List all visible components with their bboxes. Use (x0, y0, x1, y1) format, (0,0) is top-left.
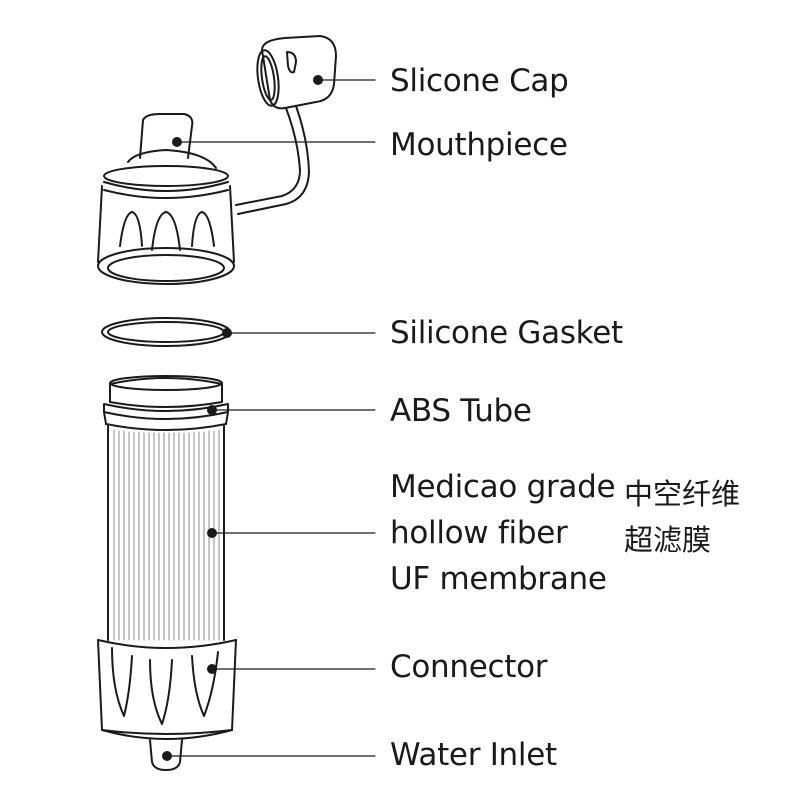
label-cap: Slicone Cap (390, 63, 569, 99)
label-chinese-line1: 中空纤维 (624, 477, 741, 511)
label-membrane-line2: hollow fiber (390, 515, 568, 551)
label-gasket: Silicone Gasket (390, 315, 623, 351)
connector (97, 639, 237, 740)
water-inlet (149, 739, 183, 771)
hollow-fiber-membrane (107, 425, 225, 641)
label-tube: ABS Tube (390, 393, 532, 429)
mouthpiece (97, 113, 235, 285)
label-membrane-line1: Medicao grade (390, 469, 616, 505)
leader-lines (166, 79, 376, 757)
label-mouthpiece: Mouthpiece (390, 127, 568, 163)
label-membrane-line3: UF membrane (390, 561, 607, 597)
abs-tube (103, 375, 229, 431)
leader-dots (162, 75, 323, 761)
silicone-gasket (101, 317, 231, 347)
label-chinese-line2: 超滤膜 (624, 523, 712, 557)
silicone-cap (235, 35, 337, 215)
label-inlet: Water Inlet (390, 737, 557, 773)
label-connector: Connector (390, 649, 548, 685)
